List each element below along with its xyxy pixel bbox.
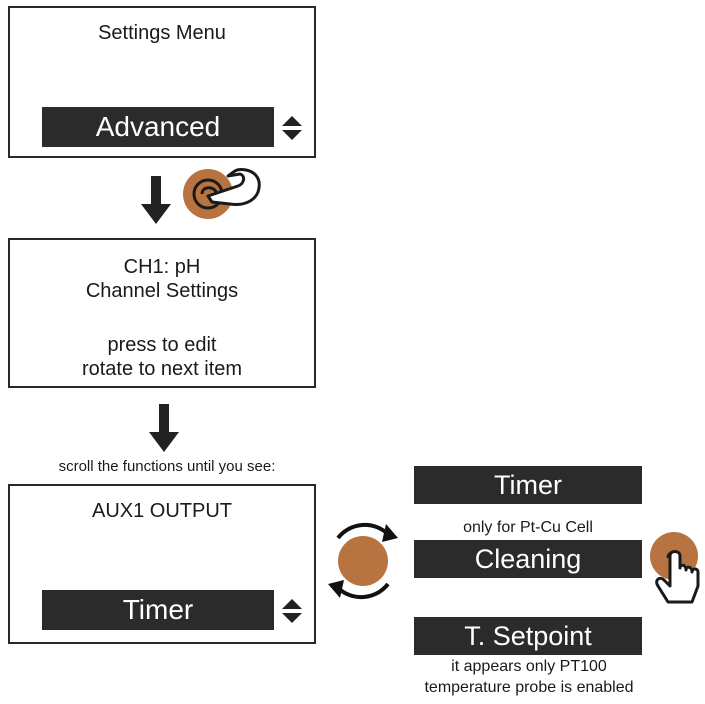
channel-settings-screen: CH1: pH Channel Settings press to edit r… xyxy=(8,238,316,388)
channel-label: CH1: pH xyxy=(123,256,201,278)
down-arrow-icon xyxy=(141,176,171,224)
cleaning-note: only for Pt-Cu Cell xyxy=(463,519,593,536)
aux1-output-screen: AUX1 OUTPUT Timer xyxy=(8,484,316,644)
settings-menu-title: Settings Menu xyxy=(98,22,226,44)
press-to-edit-label: press to edit xyxy=(107,334,217,356)
knob-press-icon xyxy=(183,168,261,219)
tsetpoint-note-line2: temperature probe is enabled xyxy=(424,679,634,696)
down-arrow-icon xyxy=(149,404,179,452)
settings-menu-screen: Settings Menu Advanced xyxy=(8,6,316,158)
aux1-output-title: AUX1 OUTPUT xyxy=(91,500,233,522)
option-cleaning: Cleaning xyxy=(414,540,642,578)
up-down-arrows-icon xyxy=(282,599,302,623)
up-down-arrows-icon xyxy=(282,116,302,140)
tsetpoint-note-line1: it appears only PT100 xyxy=(451,658,607,675)
selection-bar-advanced: Advanced xyxy=(42,107,274,147)
channel-settings-label: Channel Settings xyxy=(85,280,239,302)
selection-bar-timer: Timer xyxy=(42,590,274,630)
rotate-to-next-label: rotate to next item xyxy=(81,358,243,380)
option-timer: Timer xyxy=(414,466,642,504)
knob-rotate-icon xyxy=(328,522,398,600)
knob-press-icon xyxy=(650,532,700,604)
option-t-setpoint: T. Setpoint xyxy=(414,617,642,655)
scroll-instruction: scroll the functions until you see: xyxy=(58,458,276,475)
